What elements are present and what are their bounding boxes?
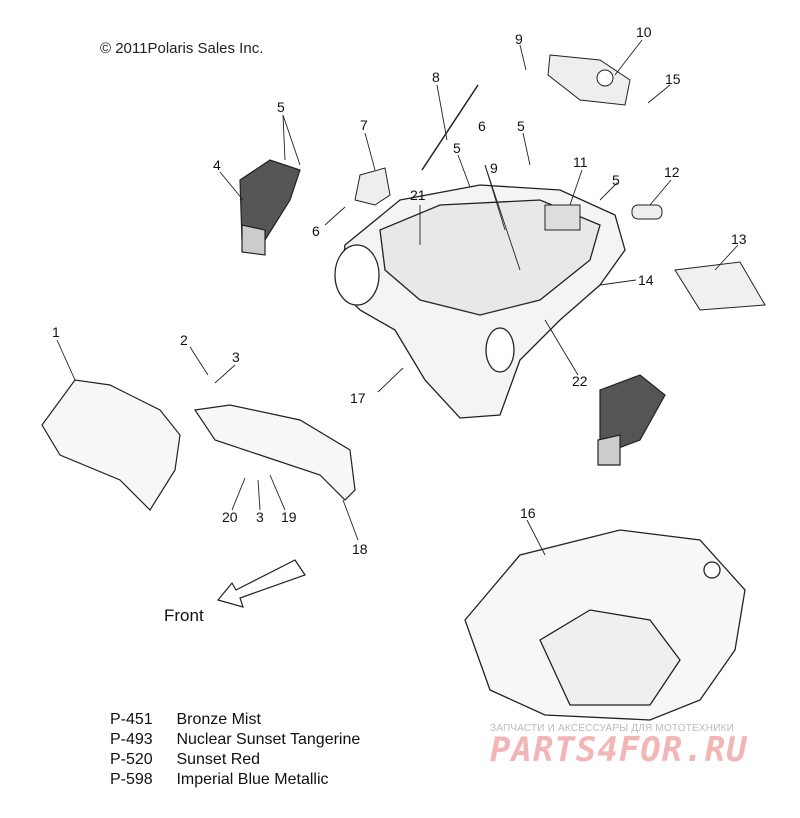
front-direction-label: Front bbox=[164, 606, 204, 625]
callout-11: 11 bbox=[573, 154, 588, 170]
part-7-bracket bbox=[354, 167, 391, 206]
callout-8: 8 bbox=[432, 69, 440, 85]
callout-7: 7 bbox=[360, 117, 368, 133]
callout-19: 19 bbox=[281, 509, 297, 525]
part-16-lid bbox=[464, 529, 746, 721]
callout-10: 10 bbox=[636, 24, 652, 40]
part-18-lower-trim bbox=[193, 404, 356, 501]
part-13-pad bbox=[674, 261, 766, 311]
color-option: P-520 Sunset Red bbox=[110, 750, 360, 770]
callout-5: 5 bbox=[277, 99, 285, 115]
callout-18: 18 bbox=[352, 541, 368, 557]
callout-2: 2 bbox=[180, 332, 188, 348]
callout-4: 4 bbox=[213, 157, 221, 173]
color-name: Sunset Red bbox=[176, 751, 261, 768]
part-4-speaker-grille-left bbox=[239, 159, 301, 256]
color-code: P-451 bbox=[110, 711, 153, 728]
copyright-notice: © 2011Polaris Sales Inc. bbox=[100, 40, 264, 57]
part-8-rod bbox=[421, 84, 479, 171]
watermark: ЗАПЧАСТИ И АКСЕССУАРЫ ДЛЯ МОТОТЕХНИКИ PA… bbox=[490, 723, 790, 770]
callout-12: 12 bbox=[664, 164, 680, 180]
callout-14: 14 bbox=[638, 272, 654, 288]
color-option: P-598 Imperial Blue Metallic bbox=[110, 770, 360, 790]
color-code: P-598 bbox=[110, 771, 153, 788]
callout-16: 16 bbox=[520, 505, 536, 521]
color-option: P-451 Bronze Mist bbox=[110, 710, 360, 730]
color-code: P-493 bbox=[110, 731, 153, 748]
callout-15: 15 bbox=[665, 71, 681, 87]
callout-6: 6 bbox=[478, 118, 486, 134]
callout-5: 5 bbox=[612, 172, 620, 188]
front-arrow bbox=[216, 559, 306, 608]
color-options-list: P-451 Bronze Mist P-493 Nuclear Sunset T… bbox=[110, 710, 360, 790]
color-option: P-493 Nuclear Sunset Tangerine bbox=[110, 730, 360, 750]
leader-lines bbox=[56, 39, 739, 556]
callout-3: 3 bbox=[256, 509, 264, 525]
part-12-hinge bbox=[631, 204, 663, 220]
callout-9: 9 bbox=[490, 160, 498, 176]
callout-5: 5 bbox=[453, 140, 461, 156]
color-name: Bronze Mist bbox=[176, 711, 261, 728]
callout-3: 3 bbox=[232, 349, 240, 365]
callout-6: 6 bbox=[312, 223, 320, 239]
part-14-inner-trunk bbox=[334, 184, 626, 419]
callout-13: 13 bbox=[731, 231, 747, 247]
callout-9: 9 bbox=[515, 31, 523, 47]
part-10-latch-assembly bbox=[547, 54, 631, 106]
color-name: Imperial Blue Metallic bbox=[176, 771, 329, 788]
callout-21: 21 bbox=[410, 187, 426, 203]
part-11-box bbox=[544, 204, 581, 231]
callout-22: 22 bbox=[572, 373, 588, 389]
callout-5: 5 bbox=[517, 118, 525, 134]
callout-labels: 1 2 3 4 5 6 7 8 6 5 5 9 9 10 11 5 12 13 … bbox=[52, 24, 747, 557]
color-code: P-520 bbox=[110, 751, 153, 768]
callout-20: 20 bbox=[222, 509, 238, 525]
color-name: Nuclear Sunset Tangerine bbox=[176, 731, 361, 748]
part-1-side-cover bbox=[41, 379, 181, 511]
watermark-tagline: ЗАПЧАСТИ И АКСЕССУАРЫ ДЛЯ МОТОТЕХНИКИ bbox=[490, 723, 735, 734]
part-4-speaker-grille-right bbox=[597, 374, 666, 466]
callout-1: 1 bbox=[52, 324, 60, 340]
callout-17: 17 bbox=[350, 390, 366, 406]
watermark-logo: PARTS4FOR.RU bbox=[490, 730, 748, 770]
